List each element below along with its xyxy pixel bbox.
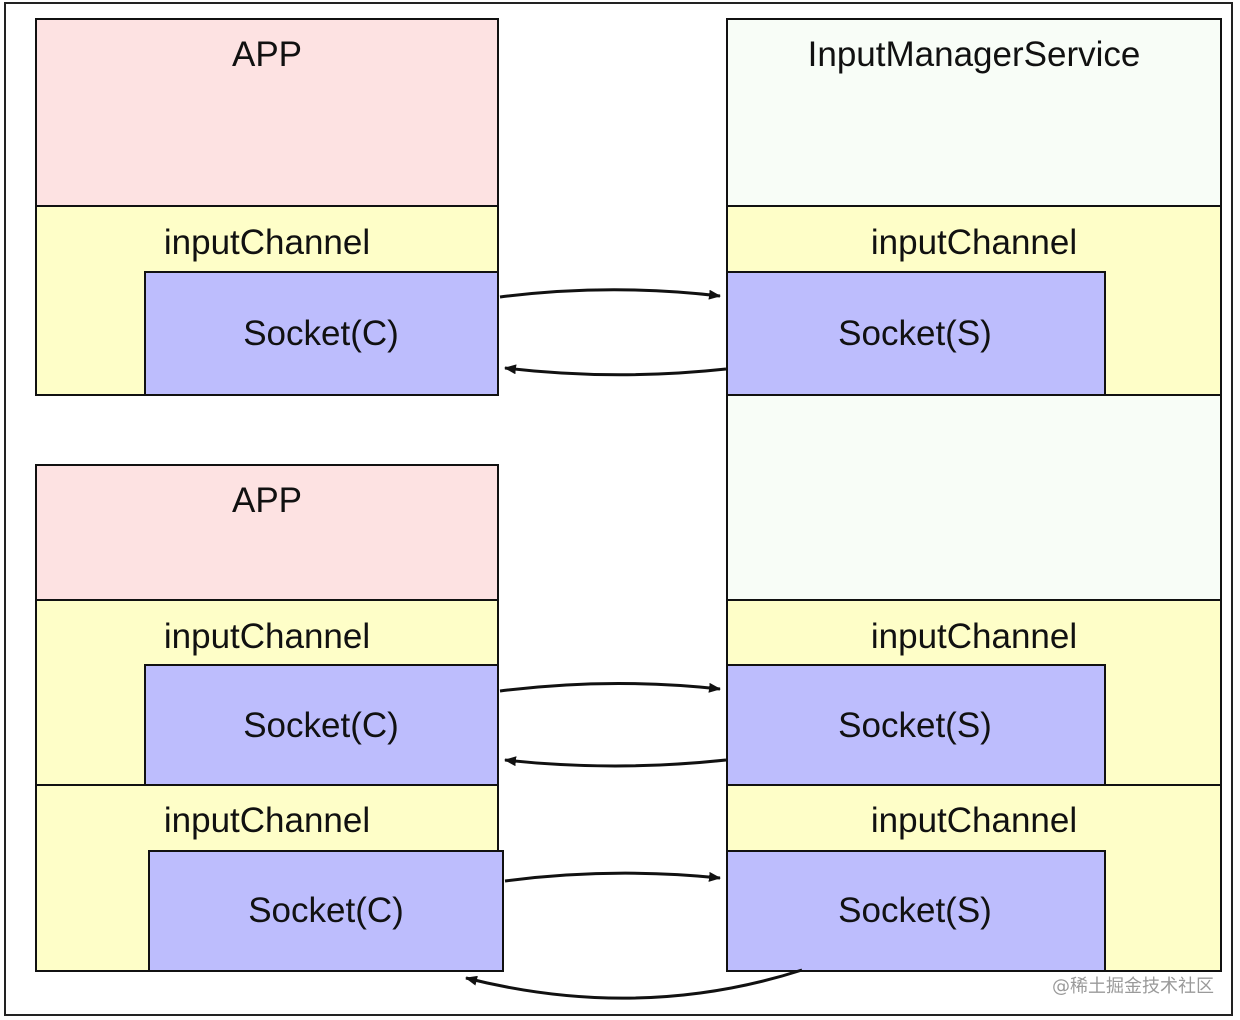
watermark-text: @稀土掘金技术社区 bbox=[1052, 976, 1214, 997]
arrow-mid-c-to-s bbox=[499, 681, 721, 693]
arrow-top-c-to-s bbox=[499, 288, 721, 300]
arrow-mid-s-to-c bbox=[504, 756, 727, 768]
service-socket-1 bbox=[726, 271, 1106, 396]
app-bottom-title: APP bbox=[231, 481, 303, 520]
service-channel-2-label: inputChannel bbox=[870, 617, 1078, 656]
service-socket-1-label: Socket(S) bbox=[838, 314, 992, 353]
app-bottom-channel-2-label: inputChannel bbox=[163, 801, 371, 840]
arrow-top-s-to-c bbox=[504, 364, 727, 377]
service-channel-1-label: inputChannel bbox=[870, 223, 1078, 262]
service-channel-3-label: inputChannel bbox=[870, 801, 1078, 840]
service-socket-2-label: Socket(S) bbox=[838, 706, 992, 745]
app-bottom-channel-1-label: inputChannel bbox=[163, 617, 371, 656]
service-socket-3-label: Socket(S) bbox=[838, 891, 992, 930]
arrow-bottom-s-to-c bbox=[465, 968, 803, 1000]
service-title: InputManagerService bbox=[807, 35, 1141, 74]
app-bottom-socket-1-label: Socket(C) bbox=[243, 706, 399, 745]
app-bottom-socket-2-label: Socket(C) bbox=[248, 891, 404, 930]
arrow-bottom-c-to-s bbox=[504, 871, 721, 883]
app-top-socket bbox=[144, 271, 499, 396]
app-bottom-socket-2 bbox=[148, 850, 504, 972]
service-socket-3 bbox=[726, 850, 1106, 972]
app-top-title: APP bbox=[231, 35, 303, 74]
app-top-channel-label: inputChannel bbox=[163, 223, 371, 262]
app-top-socket-label: Socket(C) bbox=[243, 314, 399, 353]
